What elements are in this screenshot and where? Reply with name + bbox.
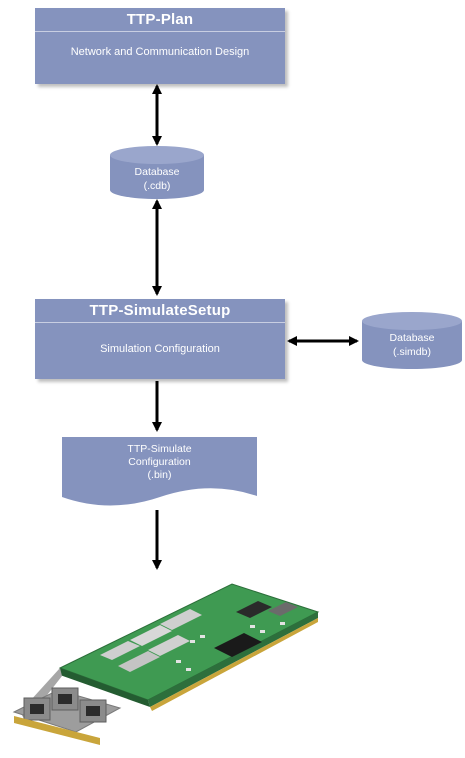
pcb-board-icon bbox=[12, 583, 320, 745]
database-cdb-label: Database bbox=[134, 166, 180, 178]
ttp-simulatesetup-divider bbox=[35, 322, 285, 323]
output-file-line2: Configuration bbox=[128, 456, 191, 468]
database-simdb-ext: (.simdb) bbox=[393, 346, 431, 358]
ttp-plan-title: TTP-Plan bbox=[126, 11, 194, 28]
output-file-line1: TTP-Simulate bbox=[127, 443, 192, 455]
ttp-simulatesetup-subtitle: Simulation Configuration bbox=[100, 343, 220, 355]
ttp-plan-subtitle: Network and Communication Design bbox=[70, 46, 250, 58]
ttp-plan-divider bbox=[35, 31, 285, 32]
output-file-shape bbox=[62, 437, 257, 506]
ttp-simulatesetup-title: TTP-SimulateSetup bbox=[89, 302, 231, 319]
database-cdb: Database (.cdb) bbox=[110, 165, 204, 193]
database-simdb-cylinder bbox=[362, 312, 462, 369]
database-simdb: Database (.simdb) bbox=[362, 331, 462, 359]
ttp-simulatesetup-box: TTP-SimulateSetup Simulation Configurati… bbox=[35, 299, 285, 379]
database-cdb-cylinder bbox=[110, 146, 204, 199]
database-cdb-ext: (.cdb) bbox=[143, 180, 171, 192]
database-simdb-label: Database bbox=[389, 332, 435, 344]
ttp-plan-box: TTP-Plan Network and Communication Desig… bbox=[35, 8, 285, 84]
output-file: TTP-Simulate Configuration (.bin) bbox=[62, 443, 257, 482]
output-file-line3: (.bin) bbox=[147, 469, 172, 481]
